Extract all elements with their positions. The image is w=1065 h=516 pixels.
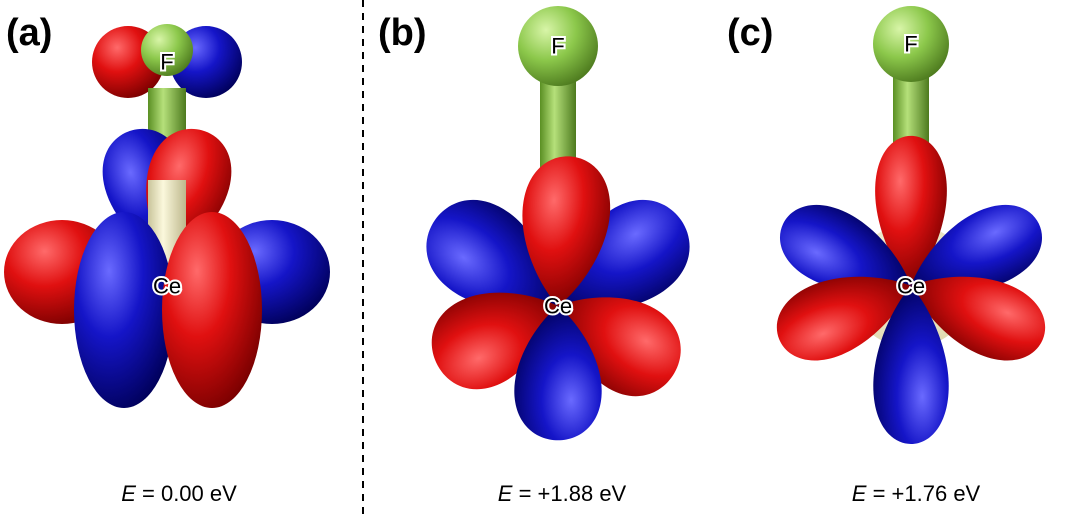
panel-a: (a) F Ce E = 0.00 eV <box>4 12 330 506</box>
ce-orbital-lobe-front-red <box>162 212 262 408</box>
ce-atom-label: Ce <box>897 274 925 299</box>
panel-label-b: (b) <box>378 12 427 54</box>
energy-label-b: E = +1.88 eV <box>498 481 627 506</box>
ce-orbital-lobe-front-blue <box>74 212 174 408</box>
panel-c: (c) F Ce E = +1.76 eV <box>727 6 1057 506</box>
f-atom-label: F <box>160 50 173 75</box>
f-atom-label: F <box>904 32 917 57</box>
energy-label-c: E = +1.76 eV <box>852 481 981 506</box>
ce-atom-label: Ce <box>153 274 181 299</box>
panel-b: (b) F Ce E = +1.88 eV <box>378 6 709 506</box>
f-atom <box>141 24 193 76</box>
f-atom <box>873 6 949 82</box>
f-atom-label: F <box>551 34 564 59</box>
panel-label-c: (c) <box>727 12 773 54</box>
f-atom <box>518 6 598 86</box>
panel-label-a: (a) <box>6 12 52 54</box>
ce-atom-label: Ce <box>544 294 572 319</box>
energy-label-a: E = 0.00 eV <box>121 481 237 506</box>
